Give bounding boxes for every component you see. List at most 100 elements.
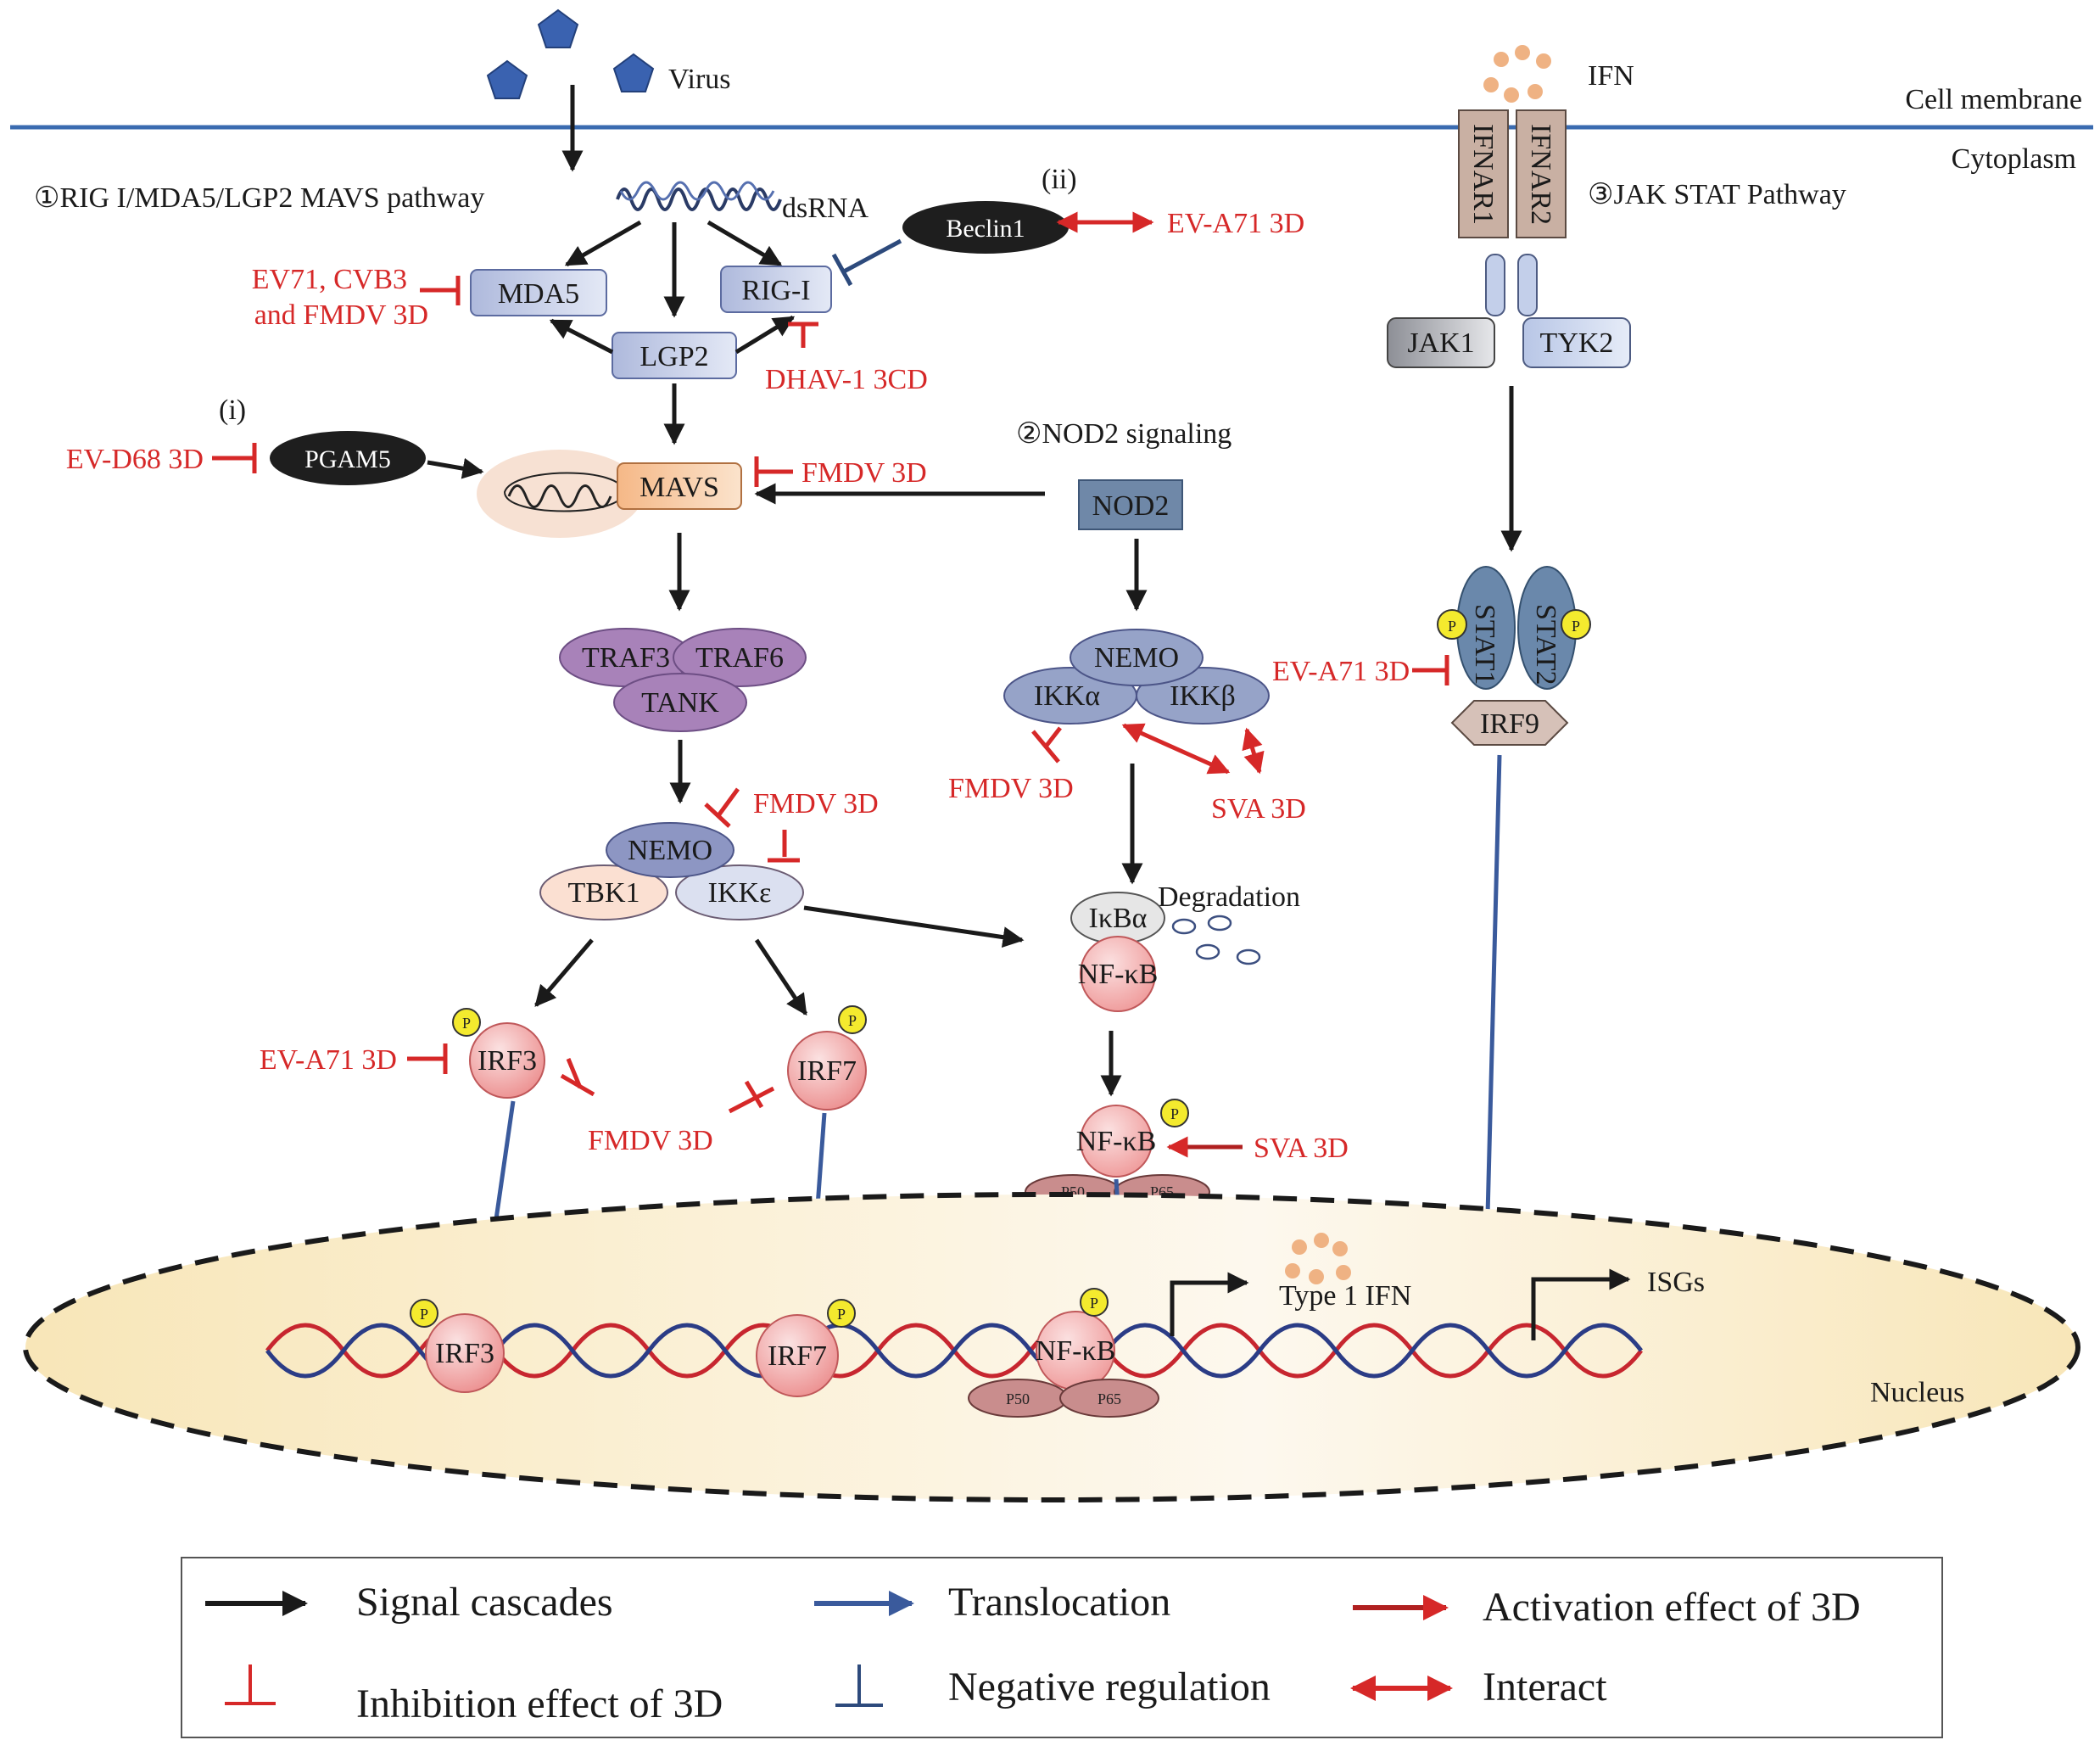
tyk2-node [1522,317,1631,368]
irf9-node [1450,700,1569,746]
ikke-node [675,864,804,920]
nfkb2-phospho-icon [1160,1099,1189,1127]
ikkb-label: IKKβ [1170,680,1236,712]
nemo-label-1: NEMO [628,835,712,866]
jak1-label: JAK1 [1407,327,1474,359]
beclin1-node [902,201,1069,254]
mda5-label: MDA5 [498,278,579,310]
irf7-nuclear-label: IRF7 [768,1340,827,1372]
jak1-node [1387,317,1495,368]
lgp2-label: LGP2 [639,341,708,372]
irf3-phospho-label: P [462,1015,471,1032]
beclin1-label: Beclin1 [946,215,1025,243]
nfkb-node-2 [1080,1105,1153,1178]
irf7n-phospho-icon [827,1299,856,1328]
stat2-phospho-label: P [1572,618,1580,635]
nfkb2-phospho-label: P [1170,1105,1179,1122]
eva71-irf3-label: EV-A71 3D [260,1044,397,1076]
ev71-label-line2: and FMDV 3D [254,299,428,331]
ikke-label: IKKε [708,877,772,909]
fmdv-mavs-label: FMDV 3D [801,457,927,489]
stat2-label: STAT2 [1530,604,1561,685]
legend-negative-icon [835,1664,883,1707]
nucleus-label: Nucleus [1870,1377,1964,1408]
sva-nfkb-label: SVA 3D [1254,1133,1349,1164]
tbk1-label: TBK1 [568,877,640,909]
stat1-phospho-label: P [1448,618,1456,635]
rigi-label: RIG-I [741,275,810,306]
stat2-phospho-icon [1561,609,1591,640]
legend-inhibition-label: Inhibition effect of 3D [356,1681,723,1726]
isgs-transcription-arrow [1531,1268,1631,1340]
fmdv-ikka-label: FMDV 3D [948,773,1074,804]
sva-interact-ikkb [1242,727,1265,775]
pathway1-title: ①RIG I/MDA5/LGP2 MAVS pathway [34,182,484,214]
dsrna-label: dsRNA [782,193,868,224]
ifnar2-node [1516,109,1567,238]
irf7-node [787,1031,867,1111]
pathway3-title: ③JAK STAT Pathway [1588,179,1846,210]
tbk1-node [539,864,668,920]
mda5-node [470,269,607,316]
type1ifn-transcription-arrow [1170,1272,1249,1336]
cytoplasm-label: Cytoplasm [1952,143,2076,175]
tank-node [613,673,747,732]
legend-signal-label: Signal cascades [356,1580,613,1625]
irf7-label: IRF7 [797,1055,857,1087]
nfkb-label-2: NF-κB [1076,1126,1157,1157]
stat1-phospho-icon [1437,609,1467,640]
p50-nuclear-label: P50 [1006,1390,1030,1407]
irf3-node [469,1022,545,1099]
virus-icon [486,8,655,99]
irf3-phospho-icon [452,1008,481,1037]
evd68-label: EV-D68 3D [66,444,204,475]
legend-translocation-label: Translocation [948,1580,1170,1625]
tyk2-label: TYK2 [1540,327,1614,359]
traf6-node [673,628,807,687]
ifn-molecules-icon [1483,45,1551,103]
cell-membrane-label: Cell membrane [1905,84,2082,115]
legend-inhibition-icon [225,1664,276,1705]
label-i: (i) [219,394,246,426]
rigi-node [720,266,832,313]
irf3-nuclear-node [425,1313,505,1393]
ikba-label: IκBα [1089,903,1148,934]
ifnar1-label: IFNAR1 [1467,124,1499,225]
nod2-label: NOD2 [1092,490,1170,522]
sva-ikk-label: SVA 3D [1211,793,1306,825]
stat1-label: STAT1 [1469,604,1500,685]
degradation-fragments-icon [1171,915,1261,965]
type1ifn-molecules-icon [1285,1233,1351,1284]
pgam5-node [270,431,426,485]
p65-nuclear-node [1059,1379,1159,1418]
irf7-phospho-label: P [848,1012,857,1029]
nfkbn-phospho-icon [1080,1288,1109,1317]
pathway2-title: ②NOD2 signaling [1016,418,1232,450]
fmdv-inhibit-ikka [1044,726,1062,748]
nfkb-node-1 [1080,936,1156,1012]
irf3n-phospho-icon [410,1299,438,1328]
label-ii: (ii) [1042,164,1077,195]
mitochondrion-icon [507,484,612,508]
nfkb-label-1: NF-κB [1078,959,1159,990]
fmdv-inhibit-irf7 [728,1086,775,1114]
irf3-label: IRF3 [478,1045,537,1077]
ifnar1-tail [1485,254,1505,316]
legend-box [181,1557,1943,1738]
ifnar2-tail [1517,254,1538,316]
nemo-node-2 [1070,629,1204,686]
irf3-nuclear-label: IRF3 [435,1338,494,1369]
traf3-label: TRAF3 [582,642,670,674]
irf9-label: IRF9 [1480,708,1539,740]
ev71-label-line1: EV71, CVB3 [252,264,407,295]
p65-nuclear-label: P65 [1097,1390,1121,1407]
pgam5-label: PGAM5 [304,445,391,473]
fmdv-nemo-label: FMDV 3D [753,788,879,820]
irf3n-phospho-label: P [420,1306,428,1323]
legend-activation-label: Activation effect of 3D [1483,1585,1861,1630]
ikka-label: IKKα [1034,680,1100,712]
ifnar2-label: IFNAR2 [1525,124,1556,225]
nemo-label-2: NEMO [1094,642,1179,674]
nfkb-nuclear-label: NF-κB [1036,1335,1116,1367]
